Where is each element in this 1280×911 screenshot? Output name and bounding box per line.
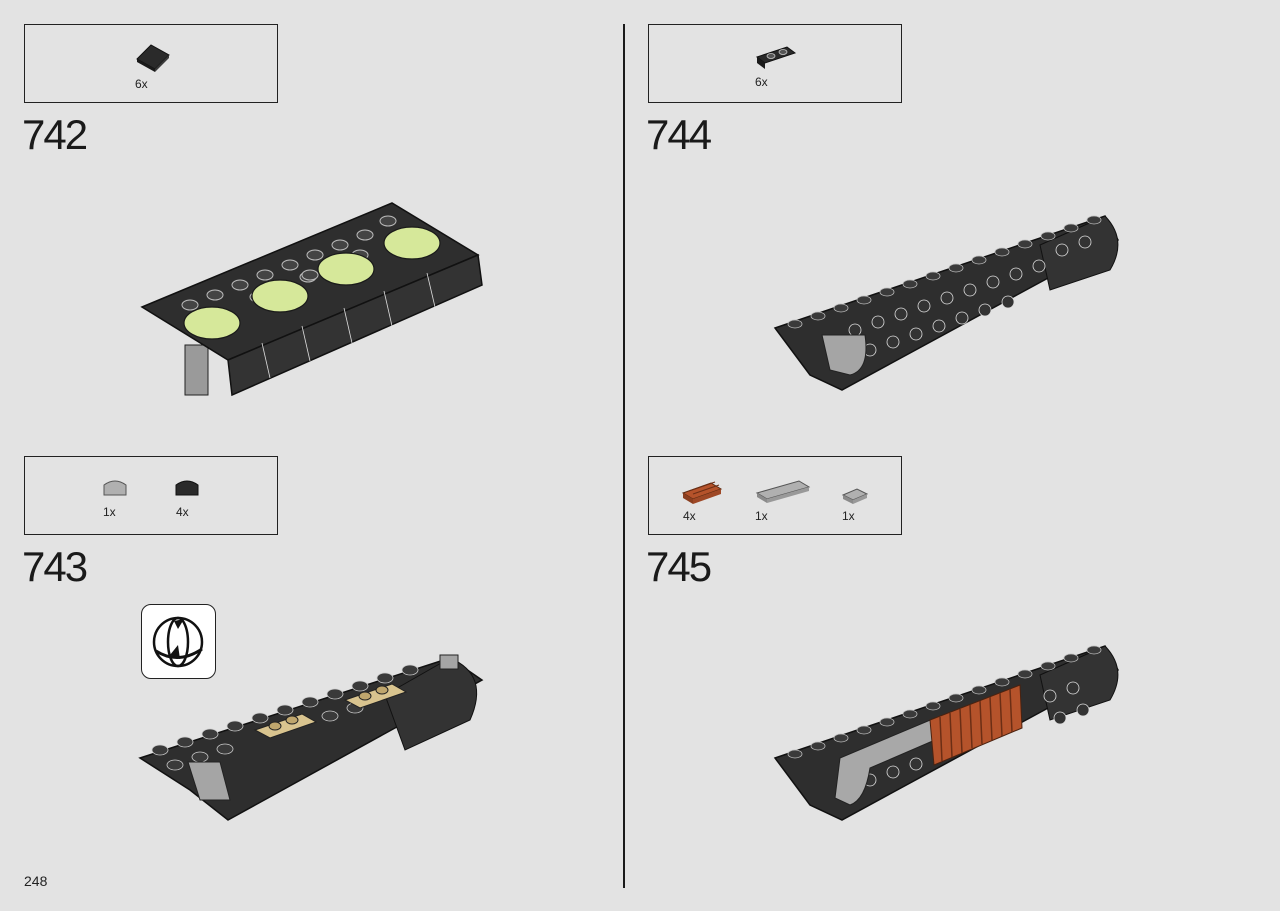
step-number-745: 745 xyxy=(646,543,712,590)
parts-callout-742: 6x xyxy=(24,24,278,103)
brown-grille-tile-icon xyxy=(681,481,723,504)
column-divider xyxy=(623,24,625,888)
part-qty: 4x xyxy=(176,505,189,519)
build-model-742 xyxy=(140,202,483,397)
build-model-744 xyxy=(773,215,1120,391)
build-model-743 xyxy=(138,654,484,821)
build-model-745 xyxy=(773,645,1120,821)
brown-grille-tiles xyxy=(929,684,1023,766)
black-curved-slope-icon xyxy=(175,480,199,496)
dark-slope-tile-icon xyxy=(136,44,170,72)
grey-small-slope-icon xyxy=(841,488,869,504)
part-qty: 1x xyxy=(842,509,855,523)
black-bracket-plate-icon xyxy=(755,46,797,69)
step-number-743: 743 xyxy=(22,543,88,590)
rotate-model-icon xyxy=(141,604,216,679)
grey-curved-slope-icon xyxy=(103,480,127,496)
part-qty: 4x xyxy=(683,509,696,523)
part-qty: 1x xyxy=(103,505,116,519)
parts-callout-744: 6x xyxy=(648,24,902,103)
part-qty: 6x xyxy=(135,77,148,91)
part-qty: 6x xyxy=(755,75,768,89)
step-number-744: 744 xyxy=(646,111,712,158)
grey-tile-icon xyxy=(755,480,811,503)
parts-callout-745: 4x 1x 1x xyxy=(648,456,902,535)
page-number: 248 xyxy=(24,873,48,889)
parts-callout-743: 1x 4x xyxy=(24,456,278,535)
part-qty: 1x xyxy=(755,509,768,523)
step-number-742: 742 xyxy=(22,111,88,158)
